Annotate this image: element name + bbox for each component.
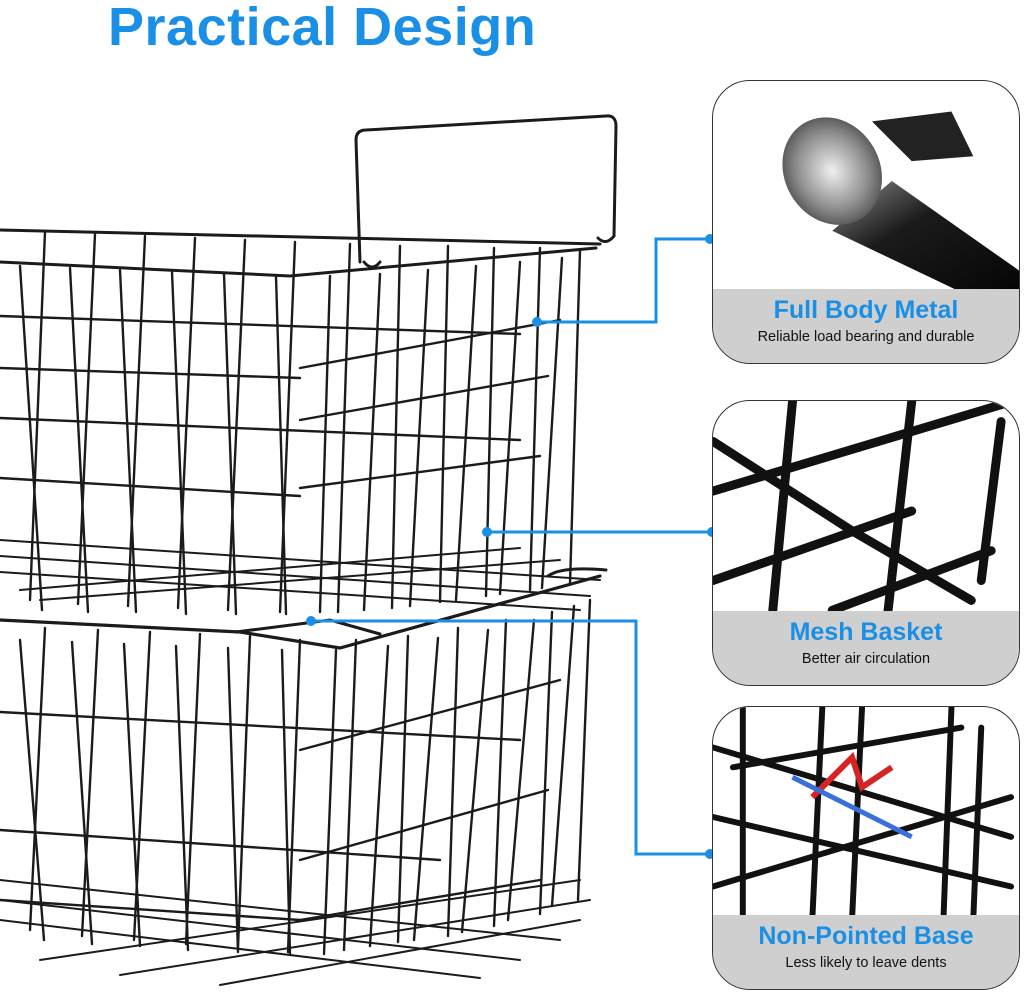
feature-card-full-body-metal: Full Body Metal Reliable load bearing an… <box>712 80 1020 364</box>
metal-rod-icon <box>782 111 1019 293</box>
feature-subtext: Better air circulation <box>801 651 931 667</box>
feature-caption: Non-Pointed Base Less likely to leave de… <box>713 915 1019 989</box>
feature-subtext: Less likely to leave dents <box>785 955 947 971</box>
feature-caption: Full Body Metal Reliable load bearing an… <box>713 289 1019 363</box>
basket-base-icon <box>713 707 1015 919</box>
wire-mesh-icon <box>713 401 1016 613</box>
feature-heading: Full Body Metal <box>773 296 959 324</box>
feature-heading: Mesh Basket <box>789 618 943 646</box>
feature-heading: Non-Pointed Base <box>758 922 974 950</box>
feature-caption: Mesh Basket Better air circulation <box>713 611 1019 685</box>
feature-subtext: Reliable load bearing and durable <box>757 329 975 345</box>
feature-card-non-pointed-base: Non-Pointed Base Less likely to leave de… <box>712 706 1020 990</box>
feature-card-mesh-basket: Mesh Basket Better air circulation <box>712 400 1020 686</box>
page-title: Practical Design <box>108 0 537 57</box>
